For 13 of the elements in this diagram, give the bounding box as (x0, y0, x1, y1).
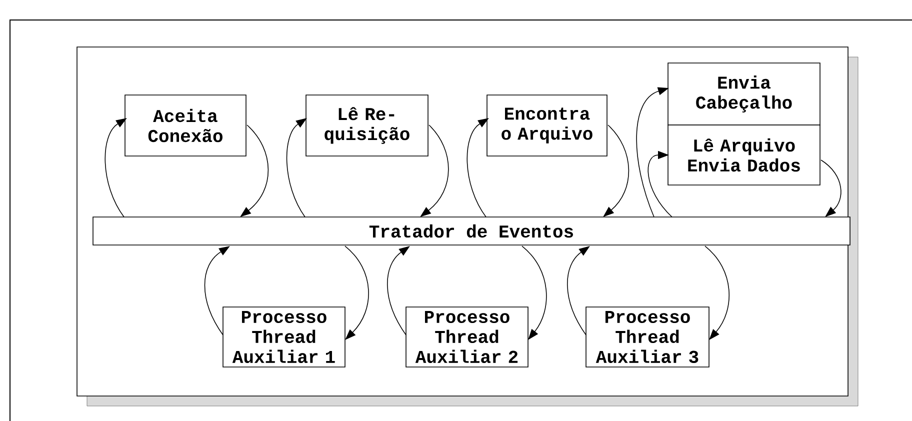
process-box: Lê Re- quisição (306, 94, 428, 156)
process-box: Envia Cabeçalho (668, 62, 820, 126)
thread-box: Processo Thread Auxiliar 3 (586, 306, 710, 368)
arrow (820, 160, 842, 217)
process-box: Lê Arquivo Envia Dados (668, 124, 820, 186)
thread-box: Processo Thread Auxiliar 1 (222, 306, 346, 368)
event-handler-bar: Tratador de Eventos (92, 216, 850, 246)
arrow (344, 246, 369, 340)
arrow (704, 246, 730, 340)
arrow (648, 150, 672, 218)
process-box: Encontra o Arquivo (486, 94, 608, 156)
process-box: Aceita Conexão (124, 94, 246, 156)
thread-box: Processo Thread Auxiliar 2 (406, 306, 528, 368)
